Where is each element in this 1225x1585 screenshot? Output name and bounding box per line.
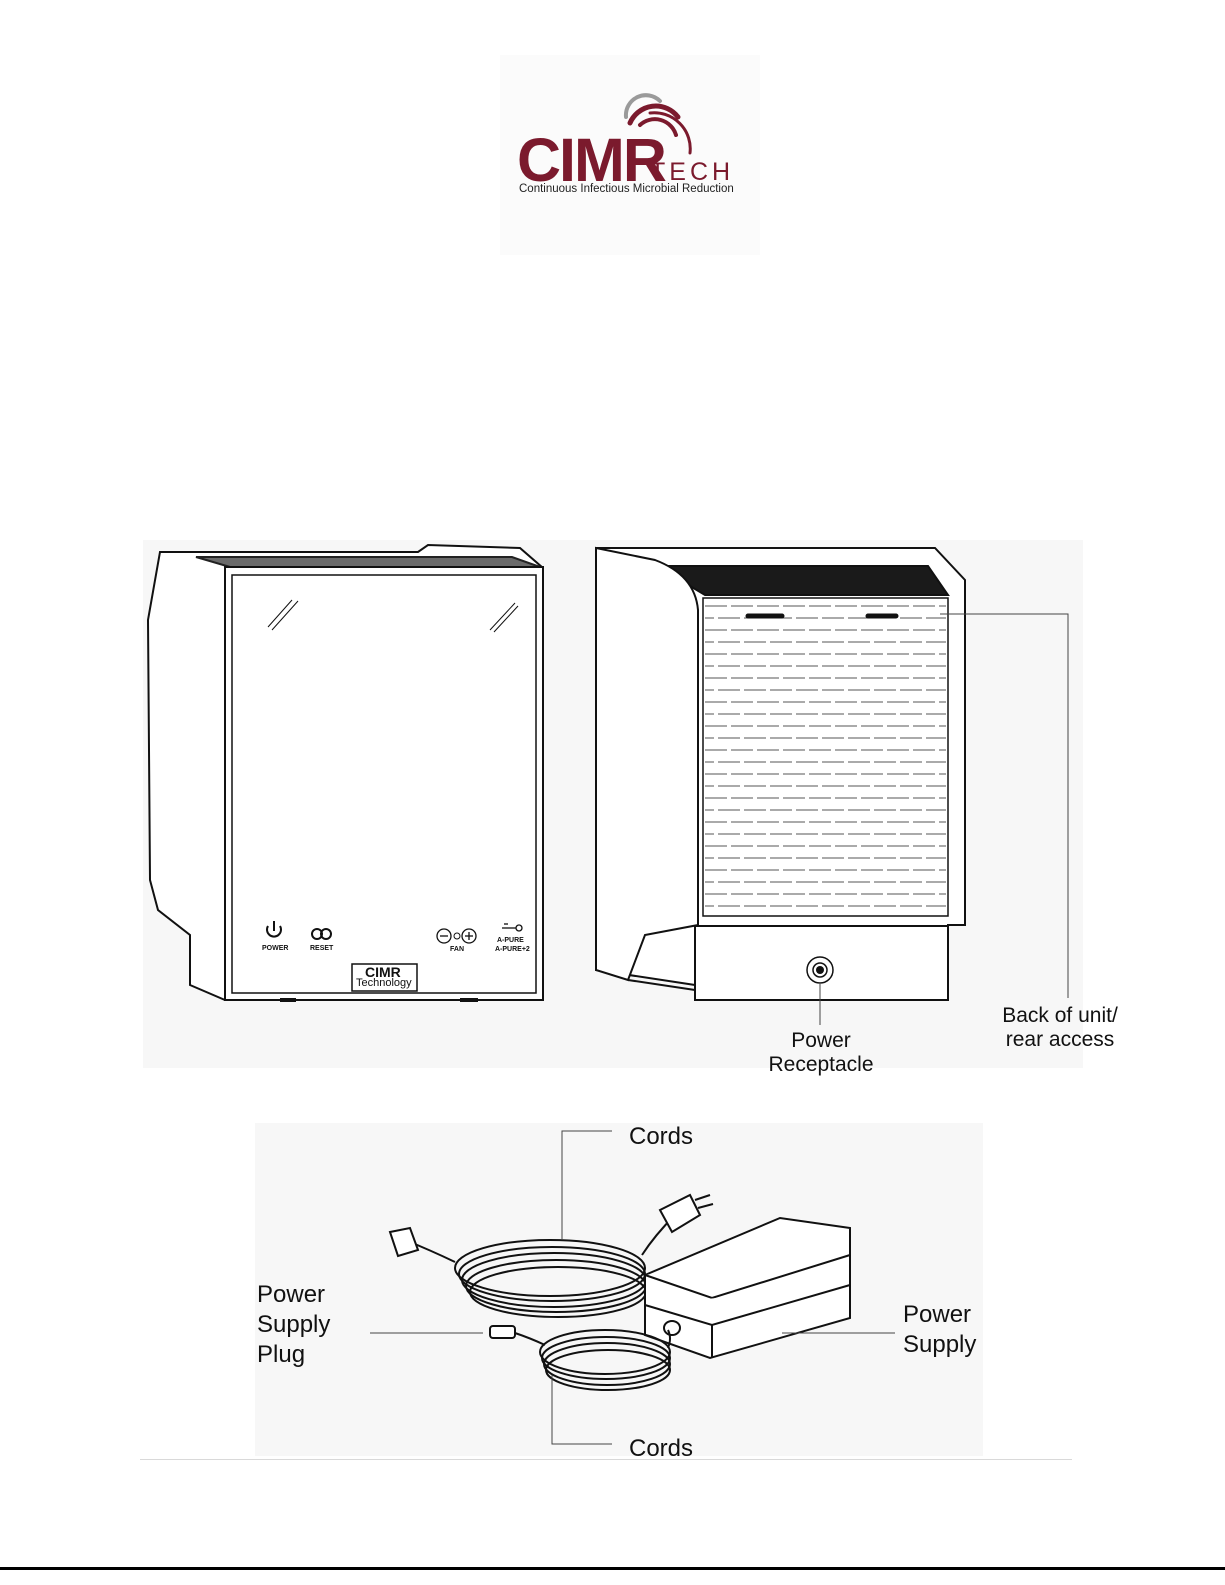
cords-top-label: Cords bbox=[629, 1122, 693, 1152]
cord-plug-female-icon bbox=[390, 1228, 418, 1256]
power-supply-brick bbox=[645, 1218, 850, 1358]
power-supply-label: Power Supply bbox=[903, 1300, 993, 1360]
cord-coil-large bbox=[405, 1215, 675, 1317]
dc-plug-icon bbox=[490, 1326, 515, 1338]
wall-plug-icon bbox=[660, 1195, 713, 1232]
page-bottom-rule bbox=[0, 1567, 1225, 1570]
power-supply-plug-label: Power Supply Plug bbox=[257, 1280, 347, 1370]
footer-divider bbox=[140, 1459, 1072, 1460]
cord-coil-small bbox=[515, 1330, 670, 1390]
